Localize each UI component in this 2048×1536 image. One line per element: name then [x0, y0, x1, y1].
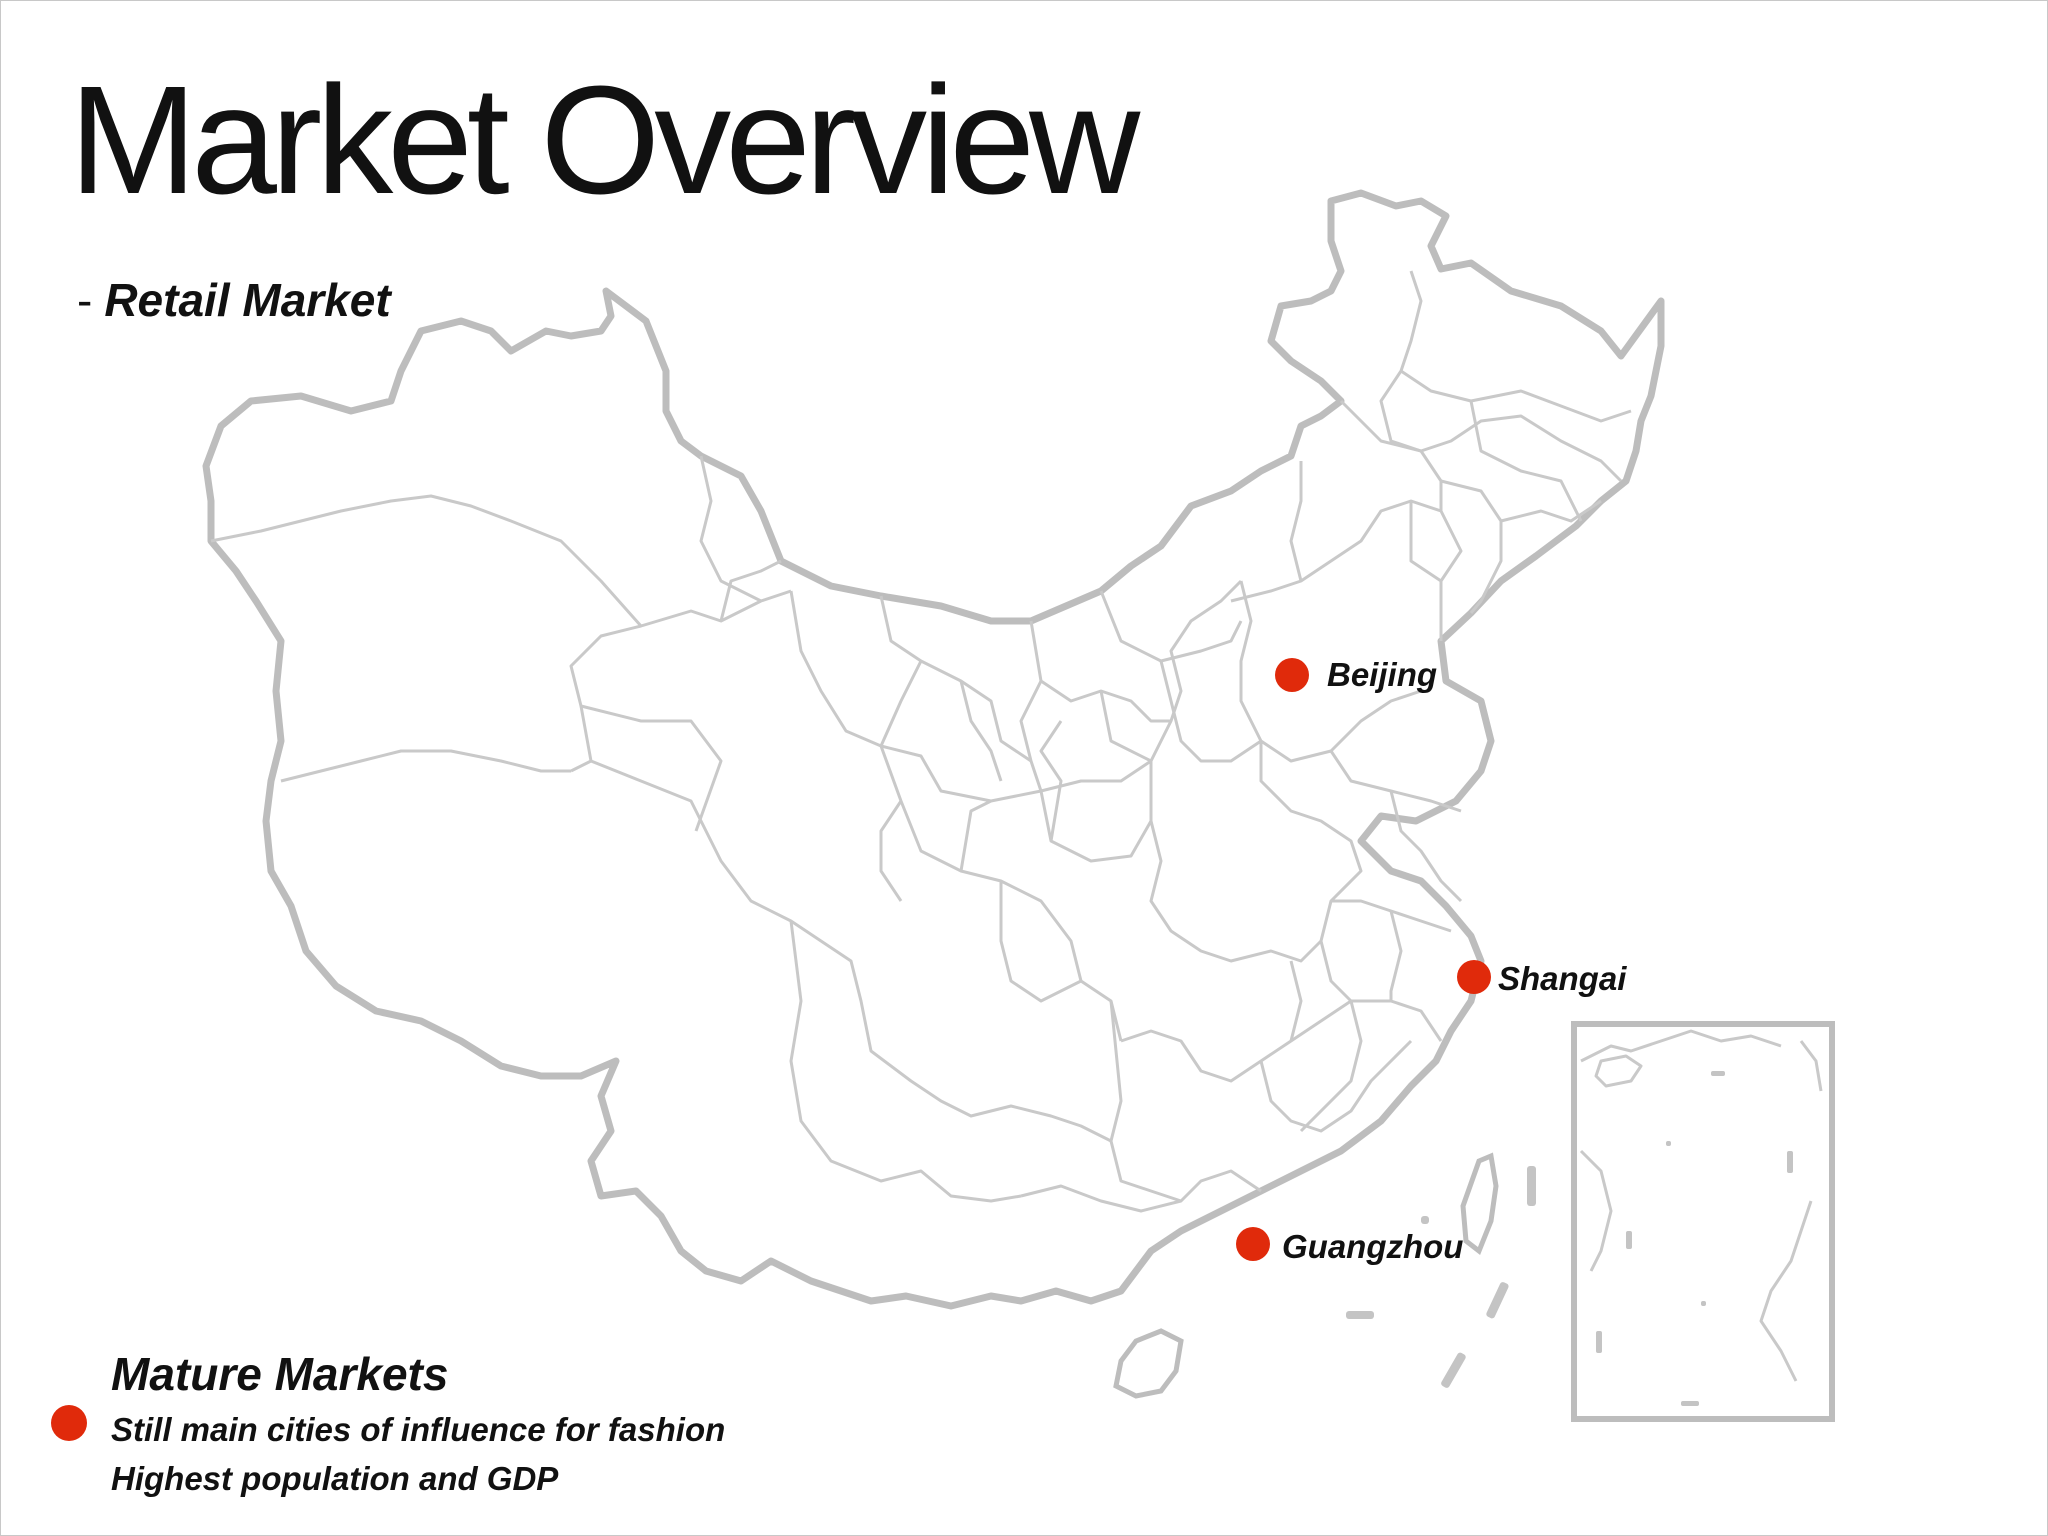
taiwan-island: [1460, 1152, 1499, 1255]
shangai-marker: [1457, 960, 1491, 994]
legend-title: Mature Markets: [111, 1348, 449, 1400]
city-label-beijing: Beijing: [1327, 656, 1438, 693]
maritime-boundary-dashes: [1346, 1166, 1536, 1388]
beijing-marker: [1275, 658, 1309, 692]
slide-title: Market Overview: [69, 54, 1140, 226]
guangzhou-marker: [1236, 1227, 1270, 1261]
subtitle-dash: -: [77, 274, 93, 326]
legend-line-2: Highest population and GDP: [111, 1460, 559, 1497]
legend-marker: [51, 1405, 87, 1441]
legend-line-1: Still main cities of influence for fashi…: [111, 1411, 726, 1448]
south-china-sea-inset: [1571, 1021, 1835, 1422]
subtitle-text: Retail Market: [104, 274, 391, 326]
city-label-guangzhou: Guangzhou: [1282, 1228, 1464, 1265]
hainan-island: [1113, 1328, 1184, 1399]
slide-subtitle: -Retail Market: [77, 277, 391, 323]
city-label-shangai: Shangai: [1498, 960, 1627, 997]
province-borders: [210, 270, 1632, 1213]
country-outline: [202, 189, 1665, 1310]
